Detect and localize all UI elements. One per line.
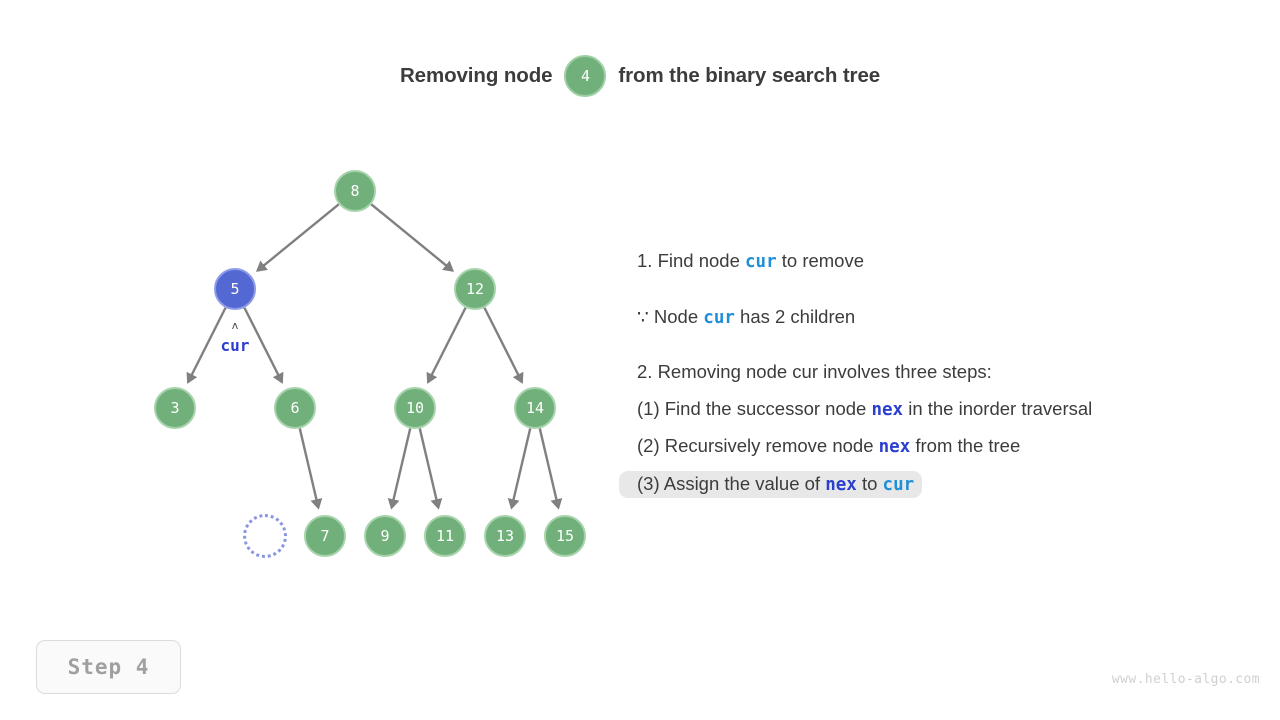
line1-token-cur: cur <box>745 252 777 272</box>
panel-spacer-5 <box>637 461 1257 471</box>
tree-node-14: 14 <box>514 387 556 429</box>
tree-node-label: 9 <box>380 527 390 545</box>
line4-token-nex: nex <box>871 399 904 420</box>
tree-node-label: 8 <box>350 182 360 200</box>
line4-text-a: (1) Find the successor node <box>637 397 872 419</box>
line4-text-b: in the inorder traversal <box>903 397 1093 419</box>
tree-node-label: 10 <box>405 399 425 417</box>
tree-node-label: 6 <box>290 399 300 417</box>
panel-spacer-2 <box>637 331 1257 359</box>
explanation-line-3-row: 2. Removing node cur involves three step… <box>637 359 1257 386</box>
cur-pointer-label: cur <box>220 336 250 355</box>
tree-edge-n14-to-n13 <box>507 428 532 510</box>
tree-node-5: 5 <box>214 268 256 310</box>
line1-text-a: 1. Find node <box>637 250 745 271</box>
title-suffix: from the binary search tree <box>618 64 881 87</box>
tree-node-7: 7 <box>304 515 346 557</box>
line2-text-a: ∵ Node <box>637 305 704 327</box>
explanation-line-6-highlighted: (3) Assign the value of nex to cur <box>619 470 923 498</box>
panel-spacer-1 <box>637 276 1257 304</box>
tree-node-label: 12 <box>465 280 485 298</box>
watermark: www.hello-algo.com <box>1111 672 1260 687</box>
line1-text-b: to remove <box>776 250 865 271</box>
explanation-line-5-row: (2) Recursively remove node nex from the… <box>637 433 1257 461</box>
explanation-line-2: ∵ Node cur has 2 children <box>619 304 863 332</box>
binary-search-tree-diagram: 8 5 12 3 6 10 14 7 9 11 13 15 ʌ cur <box>0 0 640 640</box>
tree-edge-n12-to-n10 <box>426 307 467 384</box>
tree-node-label: 5 <box>230 280 240 298</box>
tree-node-6: 6 <box>274 387 316 429</box>
explanation-line-4: (1) Find the successor node nex in the i… <box>619 396 1100 424</box>
tree-node-15: 15 <box>544 515 586 557</box>
title-prefix: Removing node <box>399 64 553 87</box>
tree-node-3: 3 <box>154 387 196 429</box>
cur-pointer-caret: ʌ <box>231 319 239 332</box>
line2-token-cur: cur <box>703 307 735 328</box>
line5-token-nex: nex <box>878 437 911 457</box>
tree-node-9: 9 <box>364 515 406 557</box>
step-badge: Step 4 <box>36 640 181 694</box>
tree-node-label: 13 <box>495 527 515 545</box>
tree-node-12: 12 <box>454 268 496 310</box>
tree-edge-n8-to-n5 <box>255 203 340 272</box>
panel-spacer-4 <box>637 423 1257 433</box>
title-node-badge: 4 <box>564 55 607 97</box>
tree-node-10: 10 <box>394 387 436 429</box>
tree-node-label: 3 <box>170 399 180 417</box>
line2-text-b: has 2 children <box>734 305 856 327</box>
line6-text-mid: to <box>856 472 883 494</box>
tree-edge-n10-to-n11 <box>418 428 443 510</box>
panel-spacer-3 <box>637 386 1257 396</box>
tree-node-13: 13 <box>484 515 526 557</box>
tree-node-label: 15 <box>555 527 575 545</box>
tree-edge-n12-to-n14 <box>483 307 524 384</box>
tree-node-11: 11 <box>424 515 466 557</box>
tree-edge-n6-to-n7 <box>298 428 323 510</box>
tree-node-removed-placeholder <box>243 514 287 558</box>
explanation-line-4-row: (1) Find the successor node nex in the i… <box>637 396 1257 424</box>
tree-node-label: 7 <box>320 527 330 545</box>
tree-node-8: 8 <box>334 170 376 212</box>
explanation-line-5: (2) Recursively remove node nex from the… <box>619 433 1028 461</box>
explanation-line-3: 2. Removing node cur involves three step… <box>637 361 992 382</box>
line6-token-cur: cur <box>882 474 915 495</box>
page-title: Removing node 4 from the binary search t… <box>0 55 1280 97</box>
tree-edge-n5-to-n6 <box>243 307 284 384</box>
explanation-panel: 1. Find node cur to remove ∵ Node cur ha… <box>619 248 1257 498</box>
tree-edge-n10-to-n9 <box>387 428 412 510</box>
explanation-line-6-row: (3) Assign the value of nex to cur <box>619 470 1257 498</box>
explanation-line-1: 1. Find node cur to remove <box>619 248 872 276</box>
tree-edge-n14-to-n15 <box>538 428 563 510</box>
tree-node-label: 11 <box>435 527 455 545</box>
line5-text-b: from the tree <box>910 435 1021 456</box>
line6-text-a: (3) Assign the value of <box>637 472 826 494</box>
explanation-line-2-row: ∵ Node cur has 2 children <box>637 304 1257 332</box>
explanation-line-1-row: 1. Find node cur to remove <box>637 248 1257 276</box>
tree-edge-n5-to-n3 <box>186 307 227 384</box>
tree-edges-layer <box>186 203 563 510</box>
line6-token-nex: nex <box>825 474 857 495</box>
line5-text-a: (2) Recursively remove node <box>637 435 879 456</box>
tree-node-label: 14 <box>525 399 545 417</box>
tree-edge-n8-to-n12 <box>370 203 455 272</box>
